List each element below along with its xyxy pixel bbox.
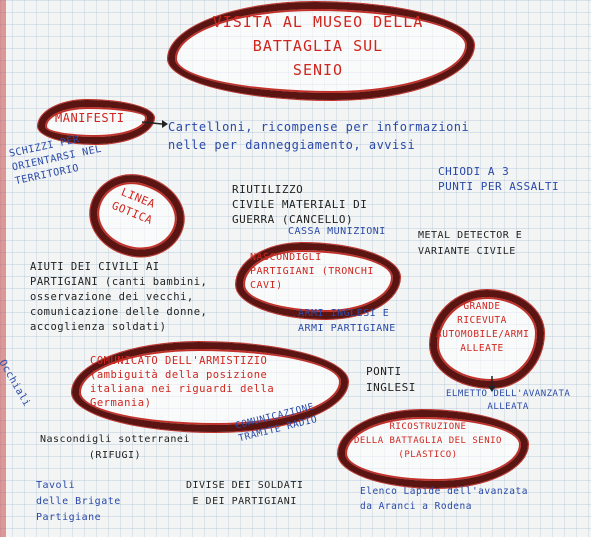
grande-ricevuta-cloud [430,290,544,388]
title-cloud [168,2,474,100]
riutilizzo-note: RIUTILIZZO CIVILE MATERIALI DI GUERRA (C… [232,183,368,226]
armi-note: ARMI INGLESI E ARMI PARTIGIANE [298,308,396,334]
tavoli-note: Tavoli delle Brigate Partigiane [36,480,121,523]
manifesti-cloud [38,100,154,144]
elmetto-note: ELMETTO DELL'AVANZATA ALLEATA [446,389,571,412]
aiuti-civili-note: AIUTI DEI CIVILI AI PARTIGIANI (canti ba… [30,261,208,333]
manifesti-note: Cartelloni, ricompense per informazioni … [168,120,470,152]
cassa-munizioni-note: CASSA MUNIZIONI [288,226,386,237]
elenco-note: Elenco Lapide dell'avanzata da Aranci a … [360,486,528,512]
metal-detector-note: METAL DETECTOR E VARIANTE CIVILE [418,230,523,257]
page-title: VISITA AL MUSEO DELLA BATTAGLIA SUL SENI… [212,13,424,79]
chiodi-note: CHIODI A 3 PUNTI PER ASSALTI [438,165,560,193]
nascondigli-partigiani-label: NASCONDIGLI PARTIGIANI (TRONCHI CAVI) [250,252,374,291]
notebook-margin-line [0,0,6,537]
nascondigli-sotterranei-note: Nascondigli sotterranei (RIFUGI) [40,434,190,461]
grande-ricevuta-label: GRANDE RICEVUTA AUTOMOBILE/ARMI ALLEATE [436,301,530,354]
divise-note: DIVISE DEI SOLDATI E DEI PARTIGIANI [186,480,304,507]
manifesti-arrow [141,121,163,125]
comunicato-cloud [72,342,348,432]
nascondigli-partigiani-cloud [236,243,400,319]
ricostruzione-cloud [338,410,528,488]
manifesti-label: MANIFESTI [55,111,125,125]
ponti-inglesi-note: PONTI INGLESI [366,365,416,394]
comunicato-label: COMUNICATO DELL'ARMISTIZIO (ambiguità de… [90,355,275,409]
ricostruzione-label: RICOSTRUZIONE DELLA BATTAGLIA DEL SENIO … [354,422,502,460]
